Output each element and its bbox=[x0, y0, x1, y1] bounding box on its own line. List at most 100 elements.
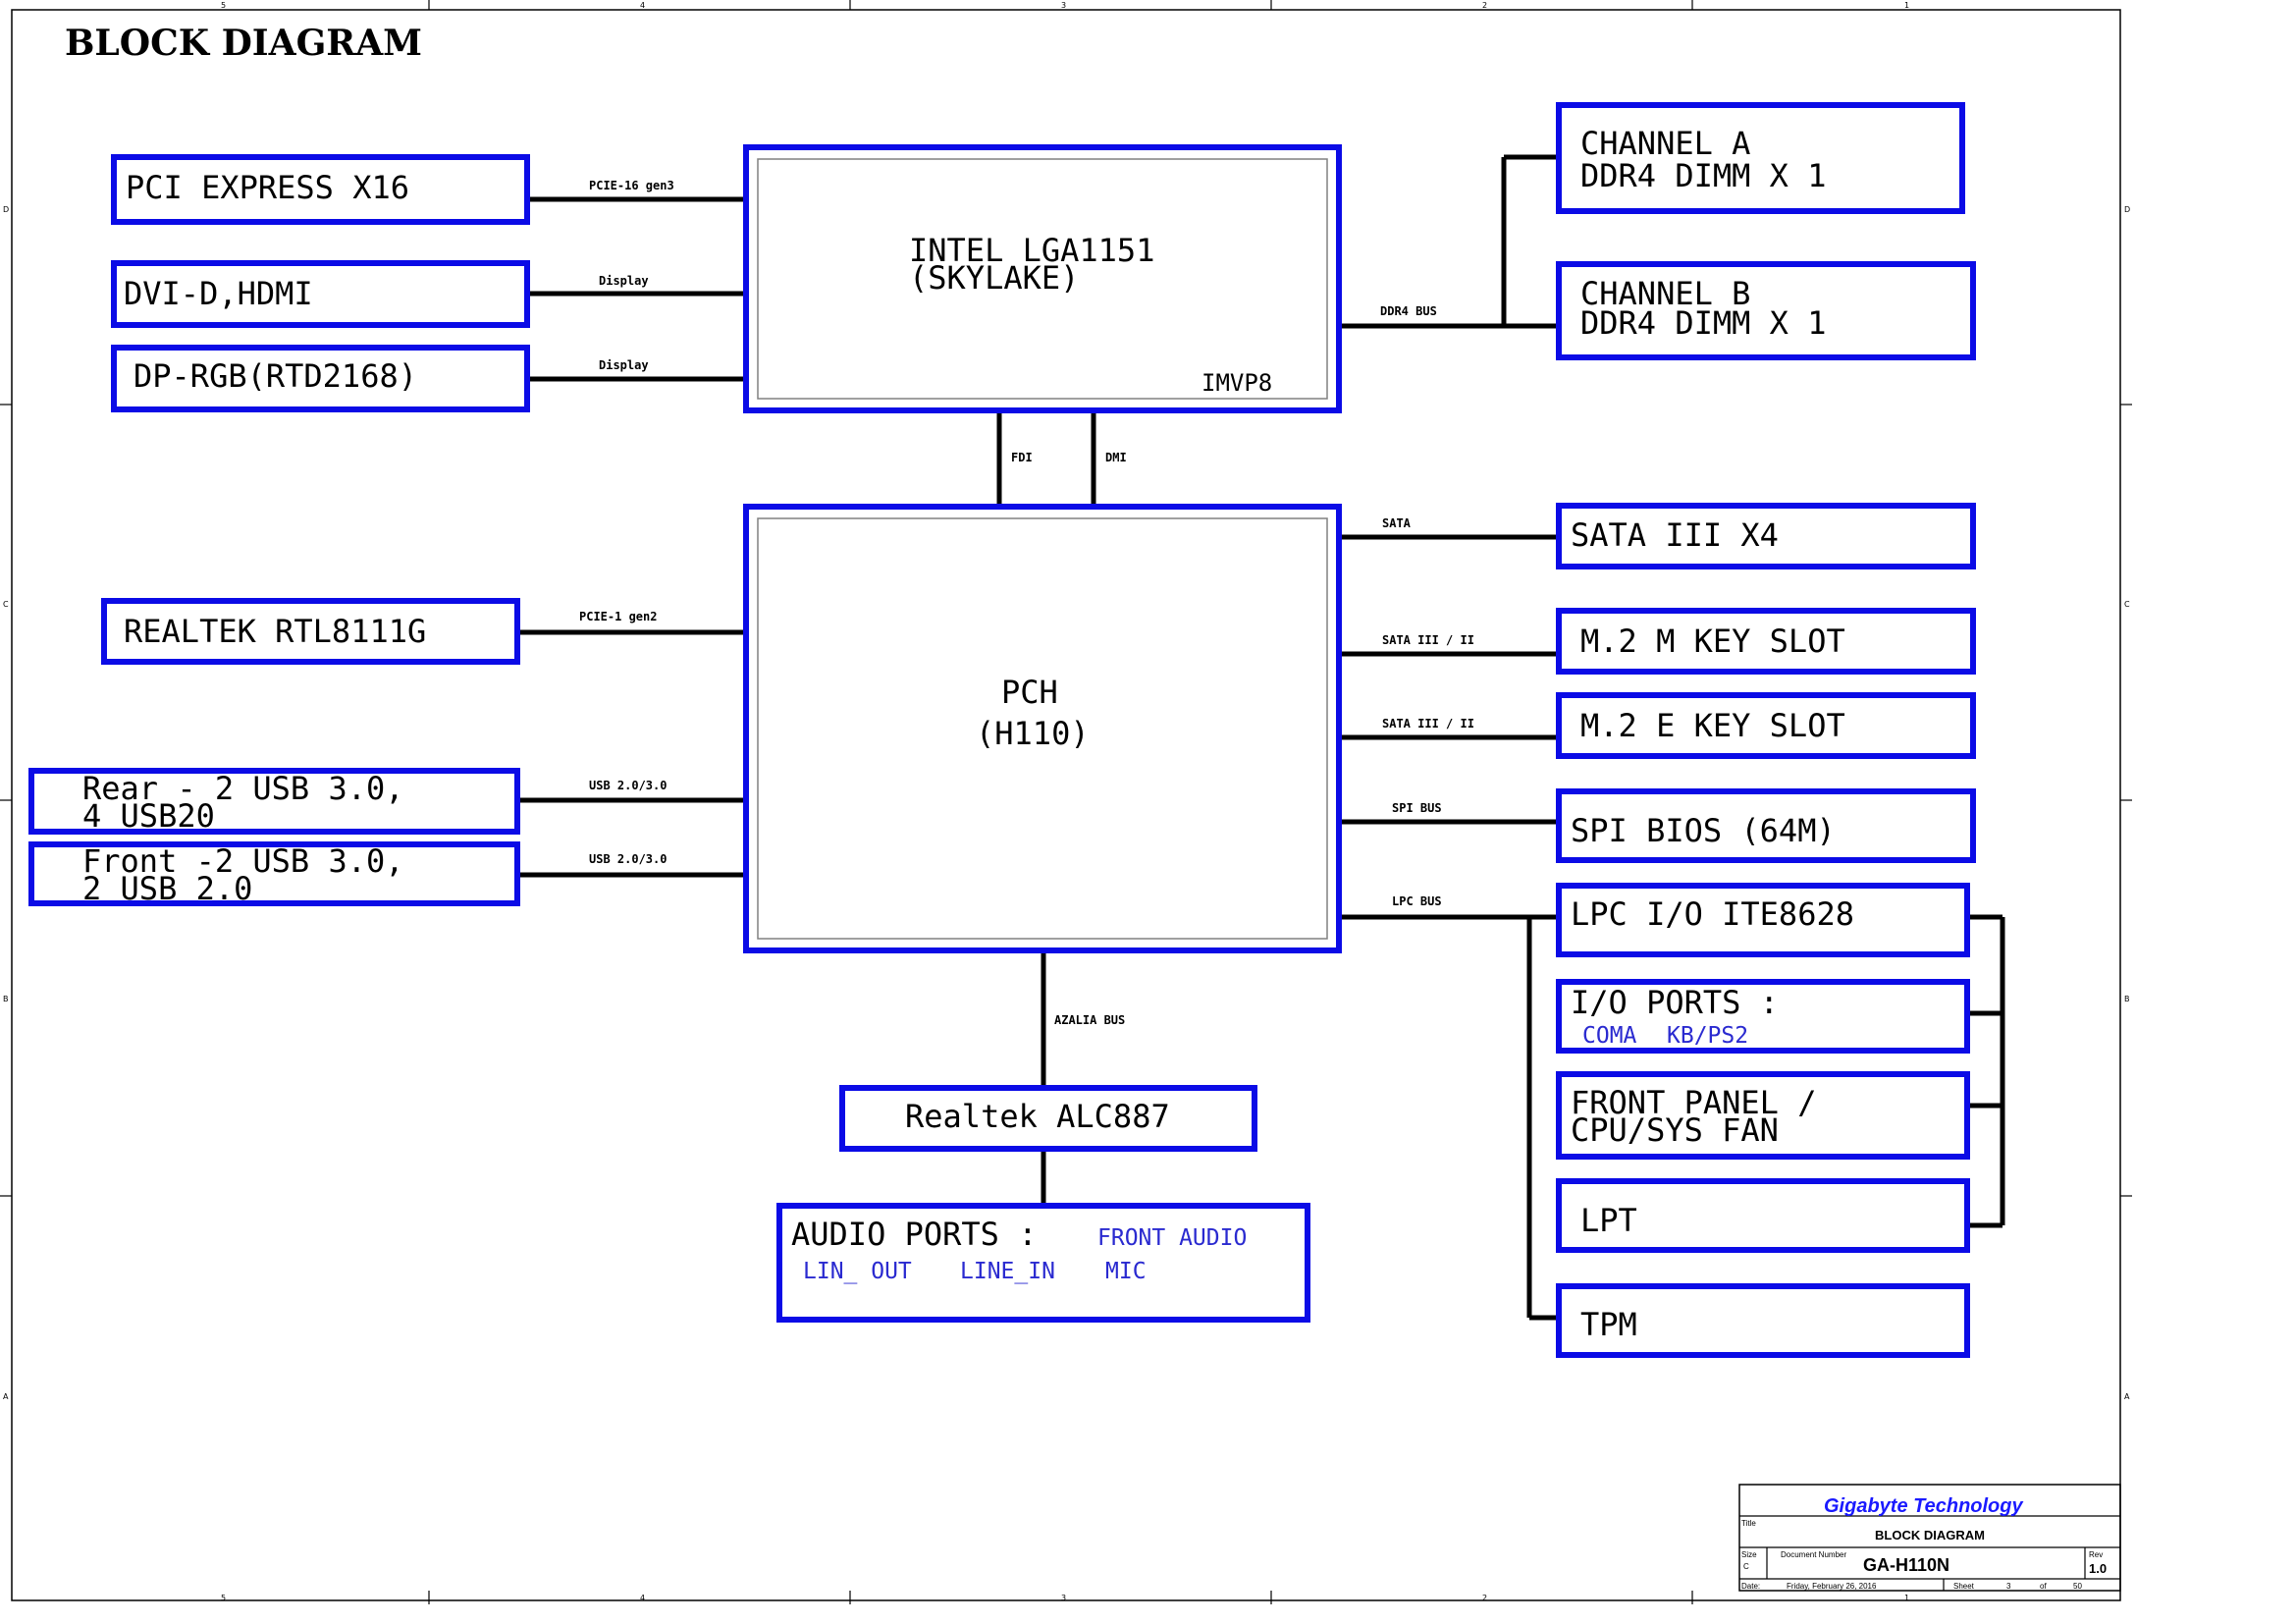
channel-a-line2: DDR4 DIMM X 1 bbox=[1580, 157, 1826, 194]
zone-col-top-1: 5 bbox=[221, 1, 226, 10]
zone-col-bottom-5: 1 bbox=[1904, 1594, 1909, 1602]
zone-row-right-4: A bbox=[2124, 1392, 2130, 1401]
front-panel-line2: CPU/SYS FAN bbox=[1571, 1111, 1779, 1149]
audio-port-mic: MIC bbox=[1105, 1259, 1147, 1284]
dp-rgb-label: DP-RGB(RTD2168) bbox=[133, 357, 417, 395]
zone-row-right-2: C bbox=[2124, 600, 2130, 609]
zone-col-bottom-4: 2 bbox=[1482, 1594, 1487, 1602]
tb-docnum-caption: Document Number bbox=[1781, 1550, 1846, 1559]
lpt-block bbox=[1556, 1178, 1970, 1253]
tb-title: BLOCK DIAGRAM bbox=[1875, 1528, 1985, 1543]
zone-col-top-3: 3 bbox=[1061, 1, 1066, 10]
zone-col-top-5: 1 bbox=[1904, 1, 1909, 10]
front-panel-block bbox=[1556, 1071, 1970, 1160]
tb-date-caption: Date: bbox=[1741, 1582, 1760, 1591]
title-block bbox=[1738, 1484, 2121, 1592]
cpu-vr-label: IMVP8 bbox=[1201, 369, 1272, 397]
zone-row-right-3: B bbox=[2124, 995, 2130, 1003]
link-label-dmi: DMI bbox=[1105, 451, 1127, 464]
tb-of-caption: of bbox=[2040, 1582, 2047, 1591]
bus-label-sata: SATA bbox=[1382, 516, 1412, 530]
dvi-hdmi-block bbox=[111, 260, 530, 328]
usb-front-block bbox=[28, 841, 520, 906]
lpc-io-label: LPC I/O ITE8628 bbox=[1571, 895, 1854, 933]
usb-front-line1: Front -2 USB 3.0, bbox=[82, 842, 404, 880]
channel-b-block bbox=[1556, 261, 1976, 360]
m2-m-key-label: M.2 M KEY SLOT bbox=[1580, 623, 1845, 660]
tb-size-caption: Size bbox=[1741, 1550, 1757, 1559]
bus-label-display-1: Display bbox=[599, 274, 649, 288]
tb-sheet-caption: Sheet bbox=[1953, 1582, 1975, 1591]
tb-date: Friday, February 26, 2016 bbox=[1787, 1582, 1877, 1591]
audio-codec-label: Realtek ALC887 bbox=[905, 1098, 1170, 1135]
bus-label-m2-m: SATA III / II bbox=[1382, 633, 1474, 647]
dp-rgb-block bbox=[111, 345, 530, 412]
channel-b-line1: CHANNEL B bbox=[1580, 275, 1750, 312]
bus-label-usb-rear: USB 2.0/3.0 bbox=[589, 779, 667, 792]
link-label-fdi: FDI bbox=[1011, 451, 1033, 464]
spi-bios-label: SPI BIOS (64M) bbox=[1571, 812, 1836, 849]
pch-block bbox=[743, 504, 1342, 953]
zone-row-left-4: A bbox=[3, 1392, 9, 1401]
audio-ports-block bbox=[776, 1203, 1310, 1323]
io-port-kbps2: KB/PS2 bbox=[1667, 1023, 1748, 1049]
zone-col-top-2: 4 bbox=[640, 1, 645, 10]
tb-rev: 1.0 bbox=[2089, 1561, 2107, 1576]
realtek-lan-block bbox=[101, 598, 520, 665]
audio-codec-block bbox=[839, 1085, 1257, 1152]
pcie-x16-label: PCI EXPRESS X16 bbox=[126, 169, 409, 206]
pch-model: (H110) bbox=[976, 715, 1090, 752]
bus-label-azalia: AZALIA BUS bbox=[1054, 1013, 1125, 1027]
io-ports-block bbox=[1556, 979, 1970, 1054]
bus-label-lpc: LPC BUS bbox=[1392, 894, 1442, 908]
tb-docnum: GA-H110N bbox=[1863, 1555, 1949, 1575]
audio-port-line-in: LINE_IN bbox=[960, 1259, 1055, 1284]
pch-name: PCH bbox=[1001, 674, 1058, 711]
page-title: BLOCK DIAGRAM bbox=[65, 23, 422, 64]
front-panel-line1: FRONT PANEL / bbox=[1571, 1084, 1816, 1121]
tb-rev-caption: Rev bbox=[2089, 1550, 2103, 1559]
tpm-block bbox=[1556, 1283, 1970, 1358]
io-ports-label: I/O PORTS : bbox=[1571, 984, 1779, 1021]
cpu-codename: (SKYLAKE) bbox=[909, 259, 1079, 297]
sata-label: SATA III X4 bbox=[1571, 516, 1779, 554]
realtek-lan-label: REALTEK RTL8111G bbox=[124, 613, 426, 650]
zone-col-top-4: 2 bbox=[1482, 1, 1487, 10]
zone-col-bottom-3: 3 bbox=[1061, 1594, 1066, 1602]
zone-row-right-1: D bbox=[2124, 205, 2130, 214]
zone-row-left-2: C bbox=[3, 600, 9, 609]
usb-rear-line1: Rear - 2 USB 3.0, bbox=[82, 770, 404, 807]
spi-bios-block bbox=[1556, 788, 1976, 863]
usb-front-line2: 2 USB 2.0 bbox=[82, 870, 252, 907]
tb-company: Gigabyte Technology bbox=[1824, 1495, 2023, 1517]
bus-label-spi: SPI BUS bbox=[1392, 801, 1442, 815]
bus-label-ddr4: DDR4 BUS bbox=[1380, 304, 1437, 318]
pcie-x16-block bbox=[111, 154, 530, 225]
channel-a-block bbox=[1556, 102, 1965, 214]
zone-col-bottom-1: 5 bbox=[221, 1594, 226, 1602]
channel-b-line2: DDR4 DIMM X 1 bbox=[1580, 304, 1826, 342]
zone-col-bottom-2: 4 bbox=[640, 1594, 645, 1602]
zone-row-left-3: B bbox=[3, 995, 9, 1003]
usb-rear-block bbox=[28, 768, 520, 835]
tb-of: 50 bbox=[2073, 1582, 2082, 1591]
cpu-block bbox=[743, 144, 1342, 413]
sata-block bbox=[1556, 503, 1976, 569]
audio-ports-label: AUDIO PORTS : bbox=[791, 1216, 1037, 1253]
drawing-border bbox=[11, 9, 2121, 1601]
channel-a-line1: CHANNEL A bbox=[1580, 125, 1750, 162]
tb-sheet: 3 bbox=[2006, 1582, 2011, 1591]
dvi-hdmi-label: DVI-D,HDMI bbox=[124, 275, 313, 312]
bus-label-usb-front: USB 2.0/3.0 bbox=[589, 852, 667, 866]
tb-size: C bbox=[1743, 1562, 1749, 1571]
io-port-coma: COMA bbox=[1582, 1023, 1637, 1049]
bus-label-display-2: Display bbox=[599, 358, 649, 372]
lpc-io-block bbox=[1556, 883, 1970, 957]
cpu-block-inner bbox=[757, 158, 1328, 400]
bus-label-pcie1: PCIE-1 gen2 bbox=[579, 610, 657, 623]
m2-e-key-label: M.2 E KEY SLOT bbox=[1580, 707, 1845, 744]
bus-label-m2-e: SATA III / II bbox=[1382, 717, 1474, 731]
tpm-label: TPM bbox=[1580, 1306, 1637, 1343]
audio-port-lin-out: LIN_ OUT bbox=[803, 1259, 912, 1284]
